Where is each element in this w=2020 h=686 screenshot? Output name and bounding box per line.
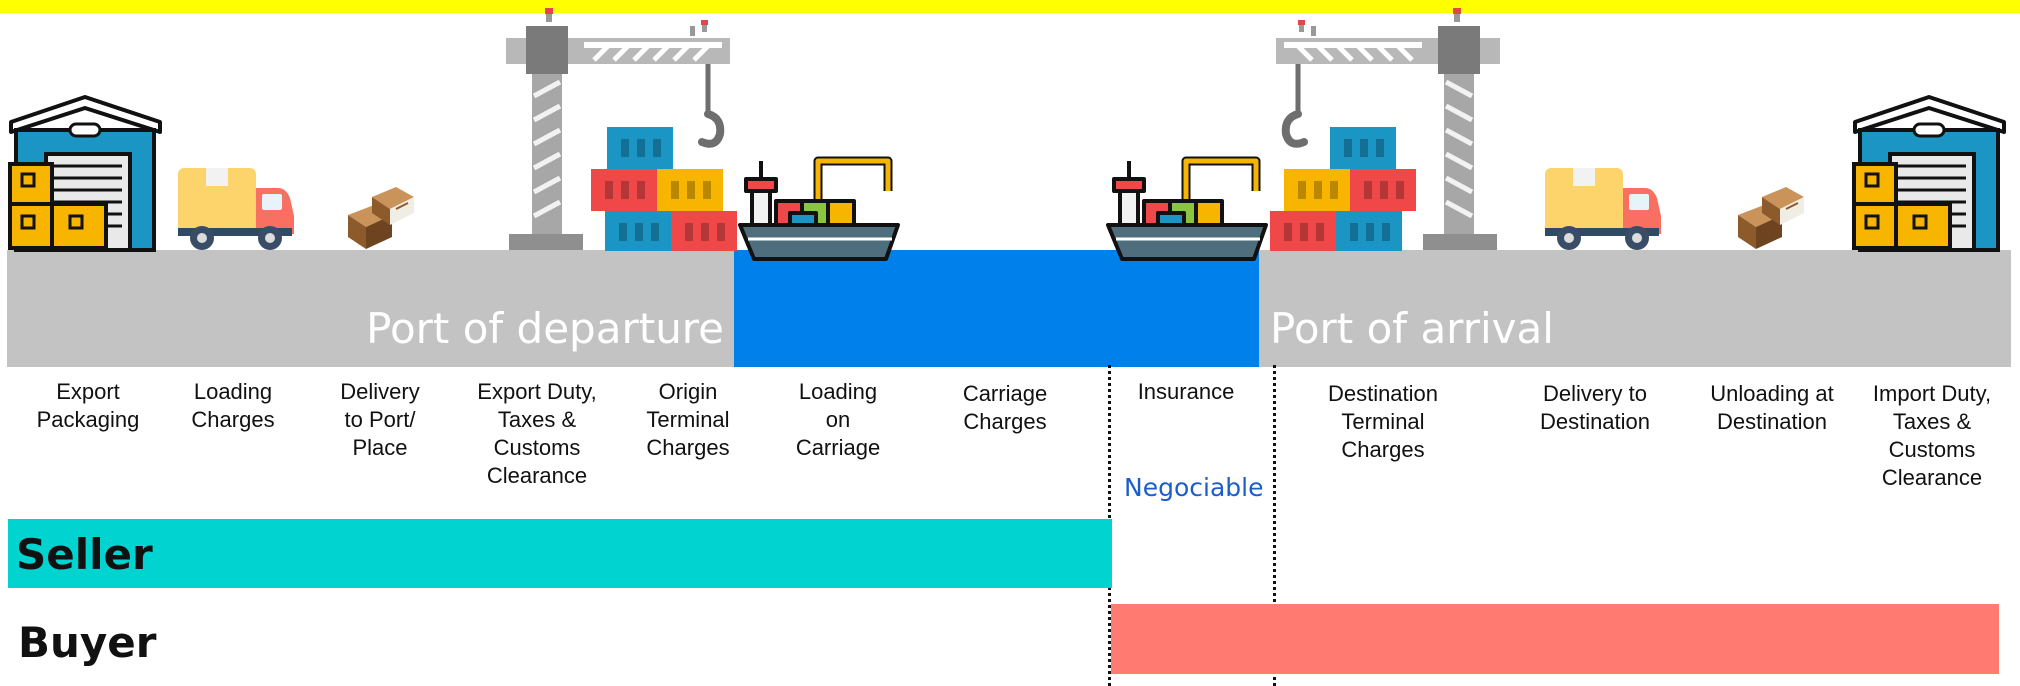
arrival-ground <box>1259 250 2011 367</box>
step-destination-terminal: Destination Terminal Charges <box>1327 381 1439 462</box>
port-crane-icon <box>506 8 730 250</box>
delivery-truck-icon <box>1545 168 1661 250</box>
seller-responsibility-bar <box>8 519 1112 588</box>
top-banner <box>0 0 2020 13</box>
step-insurance: Insurance <box>1137 379 1235 404</box>
port-crane-icon <box>1276 8 1500 250</box>
parcel-icon <box>1738 187 1804 249</box>
step-loading-on-carriage: Loading on Carriage <box>795 379 881 460</box>
cargo-ship-icon <box>738 156 900 261</box>
step-loading-charges: Loading Charges <box>191 379 275 432</box>
buyer-label: Buyer <box>18 618 157 667</box>
buyer-responsibility-bar <box>1111 604 1999 674</box>
step-import-duty: Import Duty, Taxes & Customs Clearance <box>1872 381 1992 490</box>
port-of-departure-label: Port of departure <box>366 304 724 353</box>
warehouse-icon <box>1852 95 2006 252</box>
port-of-arrival-label: Port of arrival <box>1270 304 1554 353</box>
delivery-truck-icon <box>178 168 294 250</box>
seller-label: Seller <box>16 530 153 579</box>
warehouse-icon <box>8 95 162 252</box>
cargo-ship-icon <box>1106 156 1268 261</box>
step-delivery-to-destination: Delivery to Destination <box>1539 381 1651 434</box>
step-export-packaging: Export Packaging <box>36 379 140 432</box>
step-unloading-at-destination: Unloading at Destination <box>1710 381 1834 434</box>
containers-icon <box>591 127 737 251</box>
step-carriage-charges: Carriage Charges <box>962 381 1048 434</box>
negotiable-label: Negociable <box>1124 473 1264 502</box>
negotiable-right-divider <box>1273 365 1276 686</box>
containers-icon <box>1270 127 1416 251</box>
parcel-icon <box>348 187 414 249</box>
departure-ground <box>7 250 734 367</box>
step-export-duty: Export Duty, Taxes & Customs Clearance <box>477 379 597 488</box>
step-origin-terminal: Origin Terminal Charges <box>646 379 730 460</box>
sea <box>734 250 1259 367</box>
step-delivery-to-port: Delivery to Port/ Place <box>340 379 420 460</box>
